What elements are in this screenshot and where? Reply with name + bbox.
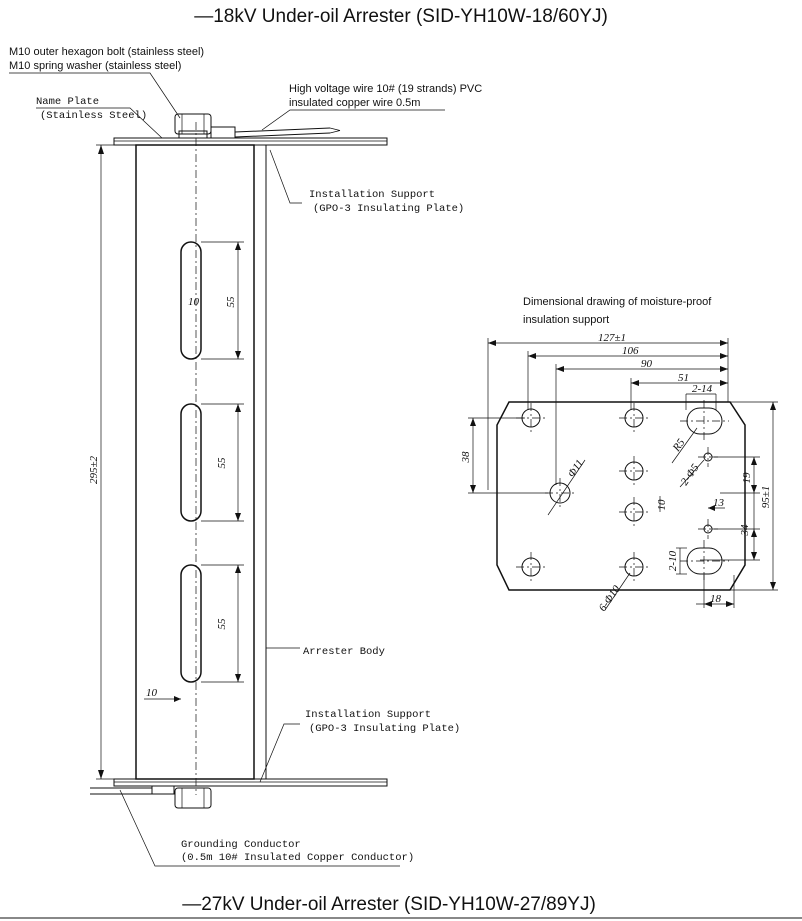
slot-length-label: 55 xyxy=(216,618,228,630)
dim-overall-width: 127±1 xyxy=(598,332,626,344)
dim-51: 51 xyxy=(678,372,689,384)
bottom-offset-label: 10 xyxy=(146,687,158,699)
dim-10: 10 xyxy=(656,499,668,511)
plate-drawing-title: Dimensional drawing of moisture-proof xyxy=(523,296,712,308)
bottom-installation-plate xyxy=(113,778,388,787)
dim-6-d10: 6-Φ10 xyxy=(597,583,623,614)
dim-13: 13 xyxy=(713,497,725,509)
dim-106: 106 xyxy=(622,345,639,357)
support-top-material: (GPO-3 Insulating Plate) xyxy=(313,203,464,215)
bottom-title: —27kV Under-oil Arrester (SID-YH10W-27/8… xyxy=(182,894,596,915)
slot-length-label: 55 xyxy=(216,457,228,469)
hv-wire-callout: High voltage wire 10# (19 strands) PVC xyxy=(289,83,482,95)
dim-38: 38 xyxy=(460,451,472,464)
mounting-slot xyxy=(180,241,202,360)
overall-height-label: 295±2 xyxy=(88,455,100,484)
support-bottom-callout: Installation Support xyxy=(305,709,431,721)
arrester-body xyxy=(135,144,255,780)
dim-2-10: 2-10 xyxy=(667,550,679,571)
nameplate-material: (Stainless Steel) xyxy=(40,110,147,122)
arrester-body-callout: Arrester Body xyxy=(303,646,385,658)
washer-callout: M10 spring washer (stainless steel) xyxy=(9,60,181,72)
support-bottom-material: (GPO-3 Insulating Plate) xyxy=(309,723,460,735)
bolt-callout: M10 outer hexagon bolt (stainless steel) xyxy=(9,46,204,58)
arrester-side-view: 55 55 55 10 10 295±2 xyxy=(88,113,388,809)
dim-90: 90 xyxy=(641,358,653,370)
top-title: —18kV Under-oil Arrester (SID-YH10W-18/6… xyxy=(194,6,608,27)
bottom-bolt xyxy=(90,785,212,809)
slot-width-label: 10 xyxy=(188,296,200,308)
callouts: M10 outer hexagon bolt (stainless steel)… xyxy=(9,46,482,867)
top-installation-plate xyxy=(113,137,388,146)
dim-18: 18 xyxy=(710,593,722,605)
nameplate-callout: Name Plate xyxy=(36,96,99,108)
plate-outline xyxy=(496,401,746,591)
dim-hole-d11: Φ11 xyxy=(566,458,586,480)
slot-length-label: 55 xyxy=(225,296,237,308)
insulation-support-plate-drawing: Dimensional drawing of moisture-proof in… xyxy=(460,296,778,614)
dim-34: 34 xyxy=(739,524,751,537)
mounting-slot xyxy=(180,564,202,683)
dim-2-14: 2-14 xyxy=(692,383,713,395)
mounting-slot xyxy=(180,403,202,522)
ground-spec: (0.5m 10# Insulated Copper Conductor) xyxy=(181,852,414,864)
plate-drawing-subtitle: insulation support xyxy=(523,314,609,326)
hv-wire-spec: insulated copper wire 0.5m xyxy=(289,97,420,109)
ground-callout: Grounding Conductor xyxy=(181,839,301,851)
dim-2-d5: 2-Φ5 xyxy=(679,462,702,488)
top-bolt xyxy=(174,113,341,139)
dim-overall-height: 95±1 xyxy=(760,486,772,509)
dim-19: 19 xyxy=(741,472,753,484)
dim-r5: R5 xyxy=(670,436,688,454)
support-top-callout: Installation Support xyxy=(309,189,435,201)
